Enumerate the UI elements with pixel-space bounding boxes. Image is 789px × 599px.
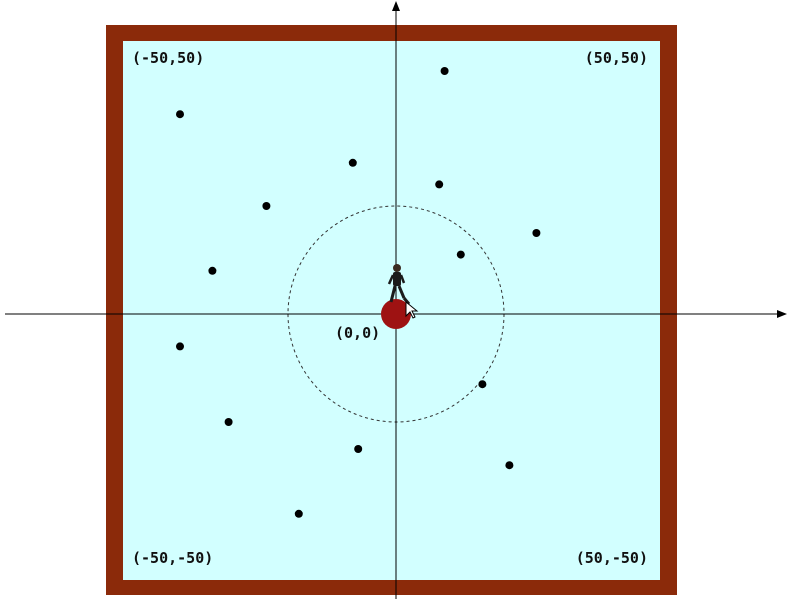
corner-label-bottom-right: (50,-50) [576, 549, 648, 567]
data-point [440, 67, 449, 75]
data-point [176, 342, 184, 351]
corner-label-top-right: (50,50) [585, 49, 648, 67]
runner-icon [387, 264, 419, 319]
data-point [435, 180, 444, 189]
origin-label: (0,0) [335, 324, 380, 342]
data-point [262, 202, 271, 210]
x-axis-arrow-icon [777, 310, 787, 318]
data-point [208, 266, 217, 275]
data-point [294, 509, 303, 518]
points-layer [176, 67, 541, 518]
data-point [348, 158, 357, 167]
cursor-icon [405, 300, 419, 319]
corner-label-bottom-left: (-50,-50) [132, 549, 213, 567]
corner-label-top-left: (-50,50) [132, 49, 204, 67]
data-point [354, 445, 363, 453]
data-point [224, 418, 233, 426]
y-axis-arrow-icon [392, 1, 400, 11]
center-marker [381, 299, 411, 329]
data-point [505, 461, 514, 470]
data-point [176, 110, 184, 119]
data-point [478, 380, 487, 389]
data-point [456, 250, 465, 259]
data-point [532, 229, 541, 237]
